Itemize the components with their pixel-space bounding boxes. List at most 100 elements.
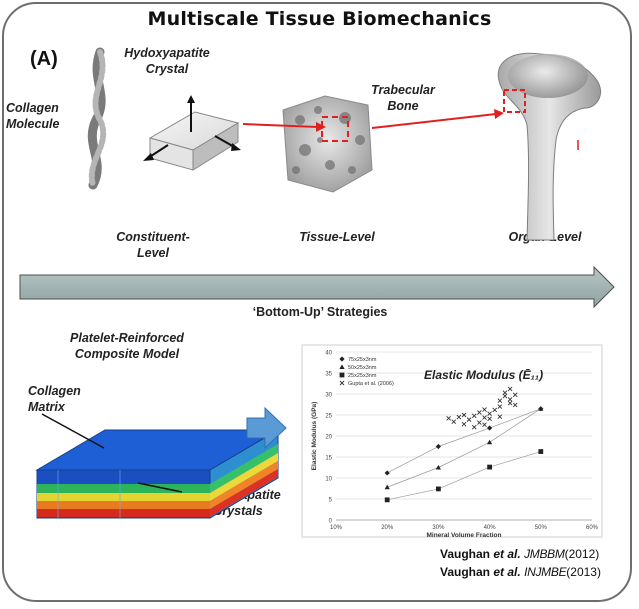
y-tick-label: 5 — [329, 498, 333, 504]
bottom-up-band — [19, 265, 615, 309]
ref-author: Vaughan — [440, 565, 491, 579]
data-point — [492, 407, 498, 413]
label-line: Bone — [387, 99, 419, 113]
data-point — [461, 421, 467, 427]
data-point — [502, 390, 508, 396]
data-point — [471, 424, 477, 430]
data-point — [477, 410, 482, 415]
ref-year: (2013) — [566, 565, 601, 579]
label-composite-model: Platelet-Reinforced Composite Model — [52, 330, 202, 362]
data-point — [487, 416, 492, 422]
data-point — [477, 420, 482, 425]
label-bottom-up-strategies: ‘Bottom-Up’ Strategies — [252, 305, 388, 319]
trend-line — [387, 408, 541, 474]
data-point — [451, 419, 457, 425]
legend-label: 25x25x3nm — [348, 373, 377, 379]
x-axis-label: Mineral Volume Fraction — [426, 532, 501, 539]
ref-journal: INJMBE — [524, 565, 567, 579]
y-tick-label: 35 — [325, 372, 332, 378]
x-tick-label: 60% — [586, 525, 599, 531]
trabecular-bone-illustration — [282, 95, 373, 193]
label-collagen-molecule: Collagen Molecule — [6, 100, 60, 132]
label-line: Hydoxyapatite — [124, 46, 210, 60]
collagen-molecule-illustration — [87, 47, 107, 190]
ref-etal: et al. — [493, 565, 521, 579]
data-point — [507, 400, 513, 406]
scale-arrows — [242, 109, 504, 132]
label-line: Level — [137, 246, 169, 260]
reference-1: Vaughan et al. JMBBM(2012) — [440, 547, 599, 561]
femur-illustration — [497, 52, 601, 241]
trend-line — [387, 451, 541, 501]
data-point — [456, 414, 462, 420]
legend-marker — [339, 372, 345, 378]
label-line: Collagen — [28, 384, 81, 398]
y-tick-label: 15 — [325, 456, 332, 462]
label-tissue-level: Tissue-Level — [299, 230, 375, 244]
data-point — [461, 412, 467, 418]
data-point — [482, 422, 487, 427]
ref-year: (2012) — [564, 547, 600, 561]
data-point — [471, 413, 477, 419]
data-point — [538, 449, 544, 454]
y-tick-label: 30 — [325, 393, 332, 399]
data-point — [436, 486, 441, 492]
legend-label: Gupta et al. (2006) — [348, 381, 394, 387]
x-tick-label: 10% — [330, 525, 343, 531]
label-constituent-level: Constituent- Level — [98, 229, 208, 261]
label-line: Composite Model — [74, 347, 180, 361]
data-point — [497, 398, 503, 404]
figure-title: Multiscale Tissue Biomechanics — [147, 8, 492, 30]
data-point — [482, 407, 487, 412]
chart-title: Elastic Modulus (Ē₁₁) — [424, 368, 543, 382]
ref-etal: et al. — [493, 547, 521, 561]
data-point — [507, 386, 513, 392]
data-point — [487, 464, 492, 470]
label-line: Trabecular — [371, 83, 435, 97]
data-point — [435, 443, 441, 450]
data-point — [482, 415, 487, 420]
data-point — [435, 464, 441, 470]
data-point — [512, 392, 518, 398]
y-tick-label: 25 — [325, 414, 332, 420]
data-point — [497, 414, 503, 419]
label-line: Platelet-Reinforced — [70, 331, 184, 345]
data-point — [487, 439, 493, 445]
label-line: Constituent- — [116, 230, 190, 244]
trend-line — [387, 408, 541, 488]
reference-2: Vaughan et al. INJMBE(2013) — [440, 565, 601, 579]
label-trabecular-bone: Trabecular Bone — [368, 82, 438, 114]
data-point — [466, 417, 472, 422]
data-point — [384, 484, 390, 490]
data-point — [507, 397, 513, 402]
x-tick-label: 30% — [432, 525, 445, 531]
panel-label: (A) — [30, 48, 58, 70]
inset-arrow — [246, 406, 287, 450]
y-axis-label: Elastic Modulus (GPa) — [311, 402, 318, 471]
data-point — [512, 402, 518, 408]
y-tick-label: 10 — [325, 477, 332, 483]
label-collagen-matrix: Collagen Matrix — [28, 383, 81, 415]
y-tick-label: 0 — [329, 519, 333, 525]
data-point — [487, 425, 493, 431]
y-tick-label: 40 — [325, 351, 332, 357]
label-hydroxyapatite-crystal: Hydoxyapatite Crystal — [112, 45, 222, 77]
label-line: Collagen — [6, 101, 59, 115]
data-point — [446, 416, 451, 421]
elastic-modulus-chart: 051015202530354010%20%30%40%50%60%Minera… — [301, 344, 603, 539]
data-point — [497, 404, 503, 409]
legend-marker — [339, 380, 345, 386]
legend-marker — [339, 364, 345, 369]
x-tick-label: 40% — [484, 525, 497, 531]
x-tick-label: 20% — [381, 525, 394, 531]
data-point — [538, 406, 544, 411]
data-point — [384, 497, 390, 503]
label-line: Matrix — [28, 400, 65, 414]
data-point — [384, 470, 390, 476]
legend-marker — [339, 356, 345, 362]
hydroxyapatite-crystal-illustration — [143, 95, 241, 171]
label-line: Molecule — [6, 117, 60, 131]
composite-model-illustration — [35, 413, 280, 519]
data-point — [502, 393, 508, 399]
